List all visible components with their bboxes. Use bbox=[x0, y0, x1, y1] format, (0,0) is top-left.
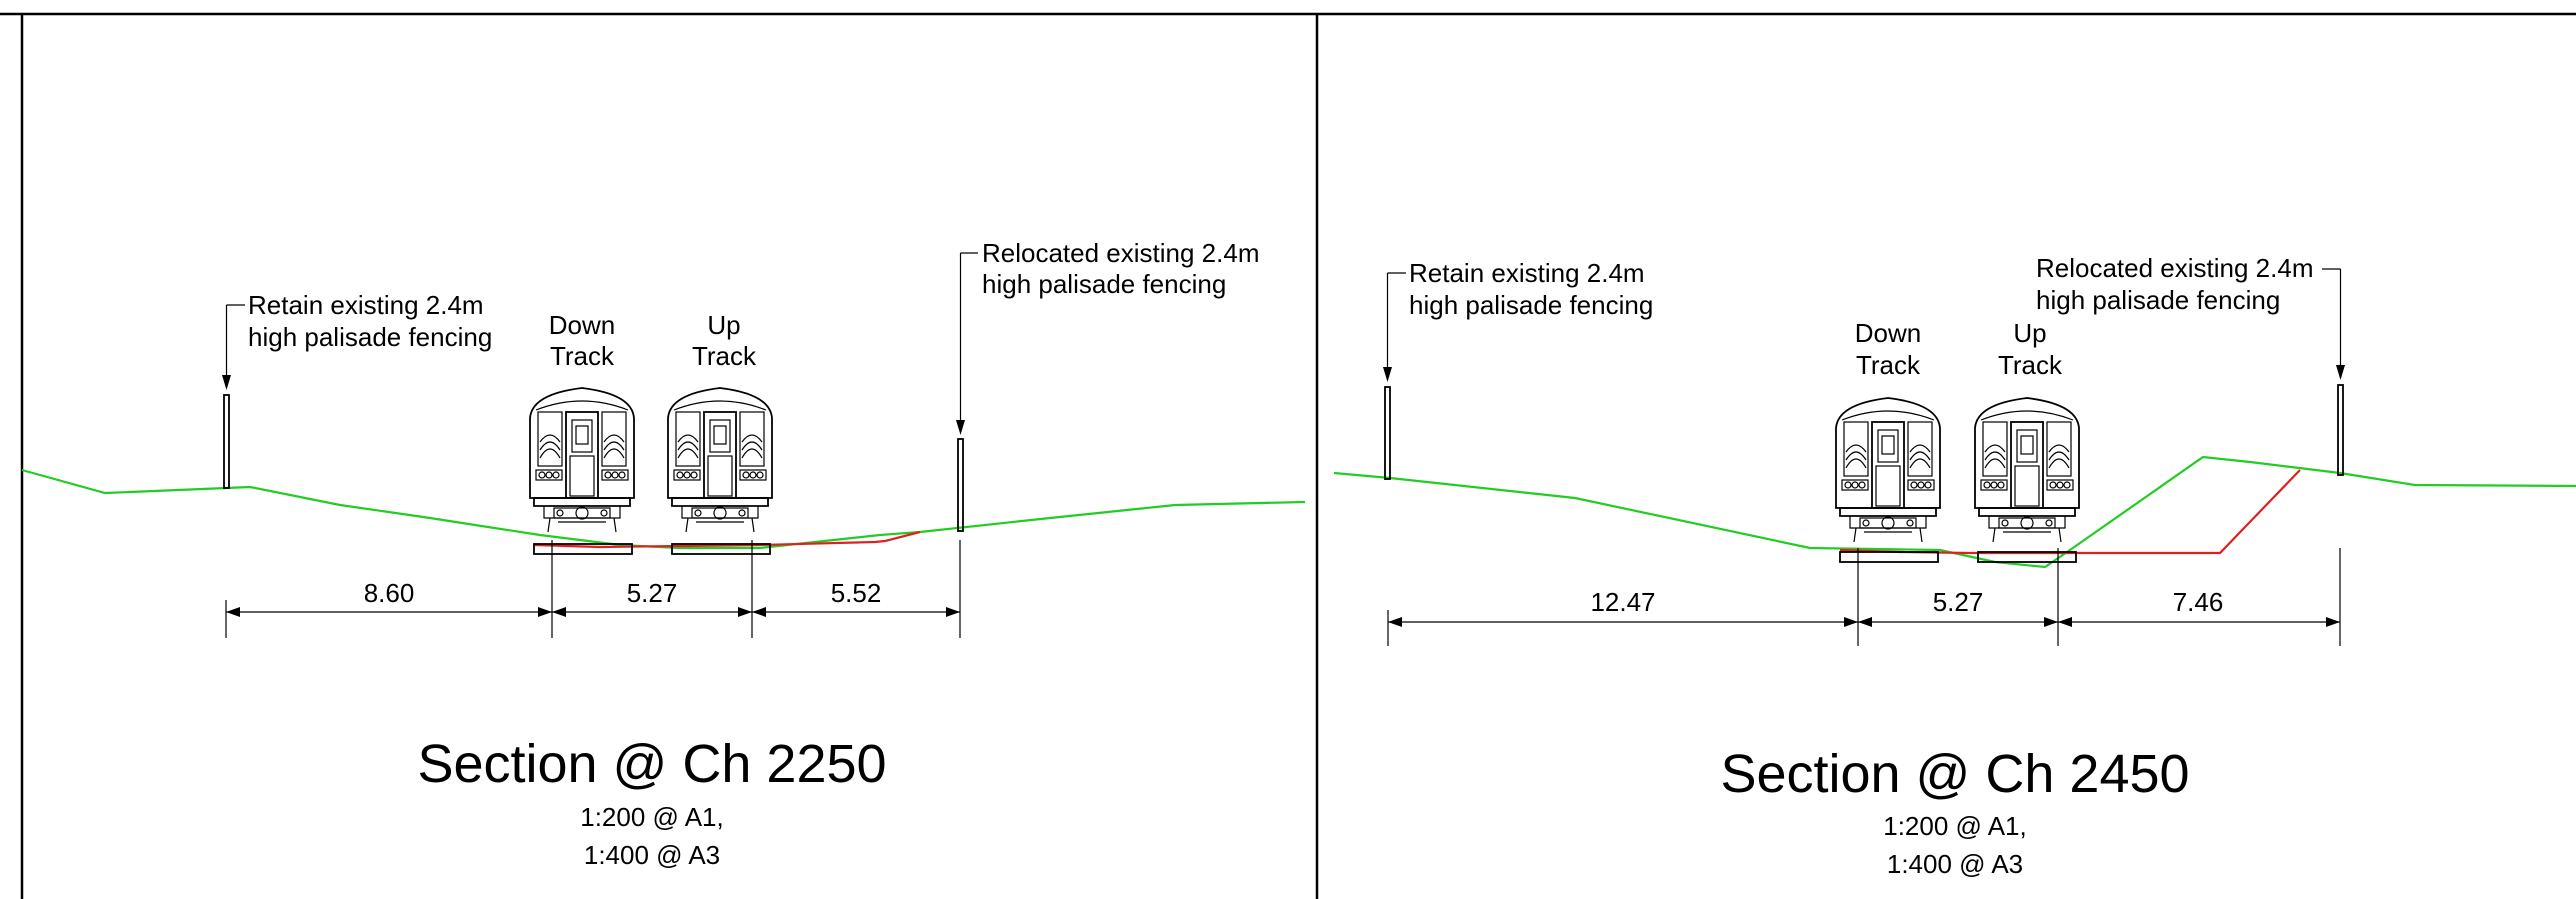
down-track-train bbox=[529, 387, 635, 533]
right-fence-label: Relocated existing 2.4m bbox=[2036, 253, 2313, 283]
right-fence bbox=[956, 252, 978, 532]
left-fence-label: Retain existing 2.4m bbox=[1409, 258, 1645, 288]
dimension-lines bbox=[225, 540, 961, 638]
sheet-frame bbox=[0, 12, 2576, 899]
section-ch2450: Retain existing 2.4m high palisade fenci… bbox=[1333, 253, 2576, 879]
right-fence-label: Relocated existing 2.4m bbox=[982, 238, 1259, 268]
up-track-label: Up bbox=[2013, 318, 2046, 348]
left-fence-label-line2: high palisade fencing bbox=[248, 322, 492, 352]
up-track-sleeper bbox=[1977, 551, 2077, 563]
section-title: Section @ Ch 2250 bbox=[417, 734, 886, 794]
left-fence bbox=[222, 304, 245, 489]
down-track-label-line2: Track bbox=[1856, 350, 1921, 380]
proposed-formation-line bbox=[1839, 469, 2301, 555]
section-ch2250: Retain existing 2.4m high palisade fenci… bbox=[21, 238, 1306, 870]
dimension-right: 7.46 bbox=[2173, 587, 2224, 617]
up-track-label-line2: Track bbox=[1998, 350, 2063, 380]
right-fence bbox=[2322, 268, 2345, 476]
down-track-label: Down bbox=[549, 310, 615, 340]
down-track-sleeper bbox=[533, 543, 633, 555]
dimension-left: 12.47 bbox=[1590, 587, 1655, 617]
right-fence-label-line2: high palisade fencing bbox=[2036, 285, 2280, 315]
scale-note-line2: 1:400 @ A3 bbox=[1887, 849, 2023, 879]
down-track-train bbox=[1835, 397, 1941, 543]
right-fence-label-line2: high palisade fencing bbox=[982, 269, 1226, 299]
scale-note-line2: 1:400 @ A3 bbox=[584, 840, 720, 870]
dimension-right: 5.52 bbox=[831, 578, 882, 608]
down-track-label-line2: Track bbox=[550, 341, 615, 371]
scale-note: 1:200 @ A1, bbox=[580, 802, 724, 832]
up-track-label: Up bbox=[707, 310, 740, 340]
left-fence-label-line2: high palisade fencing bbox=[1409, 290, 1653, 320]
up-track-train bbox=[1974, 397, 2080, 543]
existing-ground-line bbox=[21, 468, 1306, 550]
dimension-left: 8.60 bbox=[364, 578, 415, 608]
left-fence-label: Retain existing 2.4m bbox=[248, 290, 484, 320]
proposed-formation-line bbox=[534, 530, 921, 549]
scale-note: 1:200 @ A1, bbox=[1883, 811, 2027, 841]
down-track-sleeper bbox=[1839, 551, 1939, 563]
up-track-train bbox=[667, 387, 773, 533]
section-title: Section @ Ch 2450 bbox=[1720, 744, 2189, 804]
up-track-sleeper bbox=[671, 543, 771, 555]
dimension-lines bbox=[1387, 548, 2341, 646]
existing-ground-line bbox=[1333, 455, 2576, 569]
dimension-track-centres: 5.27 bbox=[1933, 587, 1984, 617]
dimension-track-centres: 5.27 bbox=[627, 578, 678, 608]
down-track-label: Down bbox=[1855, 318, 1921, 348]
left-fence bbox=[1383, 272, 1406, 480]
up-track-label-line2: Track bbox=[692, 341, 757, 371]
